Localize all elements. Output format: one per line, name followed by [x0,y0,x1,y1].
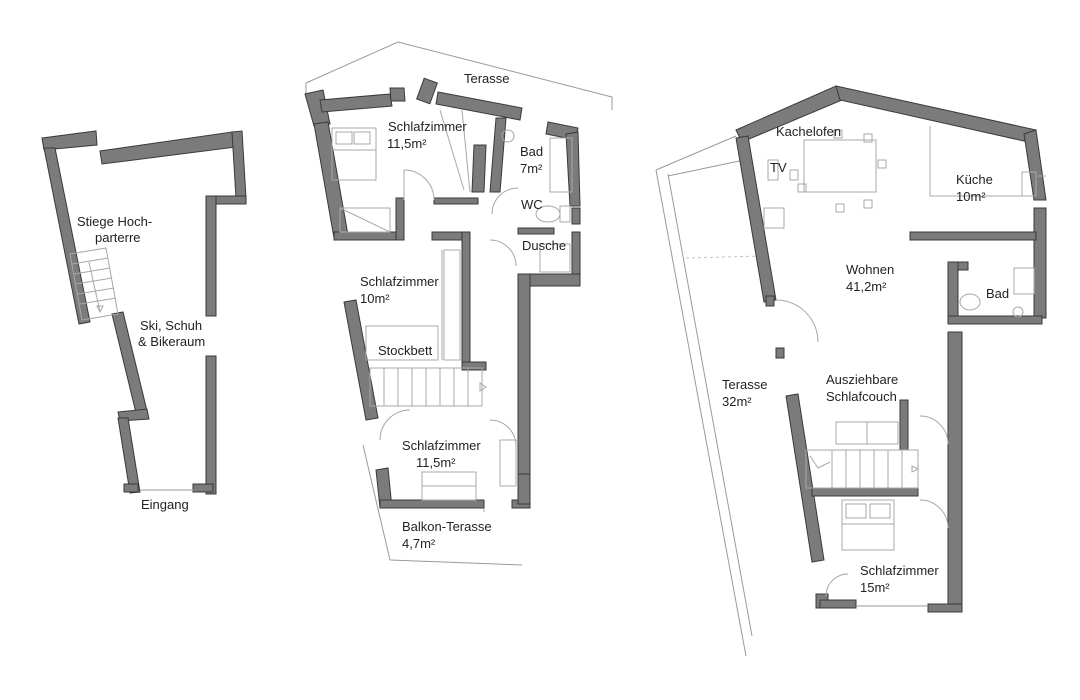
room-label-stockbett: Stockbett [378,343,433,358]
stairs-ground [69,247,119,321]
fixtures-middle [331,109,573,512]
room-label-dusche: Dusche [522,238,566,253]
room-label-eingang: Eingang [141,497,189,512]
outline-middle [305,41,613,566]
floor-plan-ground: Stiege Hoch-parterre Ski, Schuh& Bikerau… [41,130,247,512]
room-label-kachelofen: Kachelofen [776,124,841,139]
walls-upper [735,85,1047,613]
room-label-tv: TV [770,160,787,175]
room-label-stiege: Stiege Hoch-parterre [77,214,152,245]
fixtures-upper [763,126,1046,607]
room-label-terasse-middle: Terasse [464,71,510,86]
walls-ground [41,130,247,495]
room-label-ski-raum: Ski, Schuh& Bikeraum [138,318,205,349]
room-label-bad-upper: Bad [986,286,1009,301]
outline-upper [655,135,761,657]
room-label-wc: WC [521,197,543,212]
